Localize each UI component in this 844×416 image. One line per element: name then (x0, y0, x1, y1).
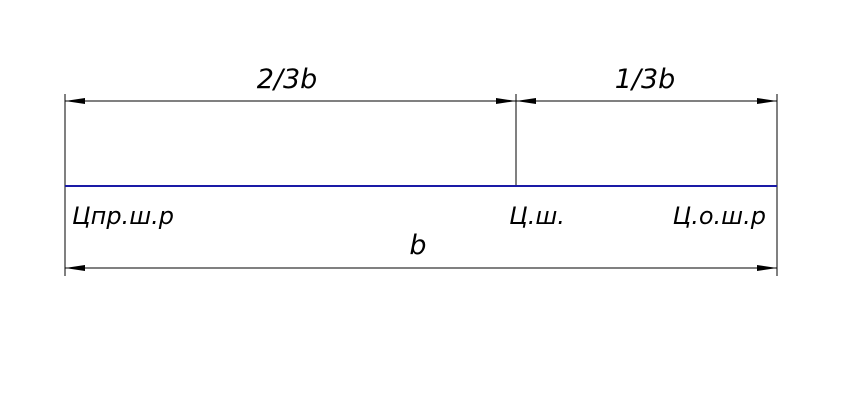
label-right-segment: 1/3b (615, 64, 676, 95)
label-left-end: Цпр.ш.р (72, 202, 174, 230)
label-left-segment: 2/3b (257, 64, 318, 95)
label-total-width: b (409, 230, 426, 261)
label-middle-point: Ц.ш. (509, 202, 565, 230)
label-right-end: Ц.о.ш.р (673, 202, 766, 230)
